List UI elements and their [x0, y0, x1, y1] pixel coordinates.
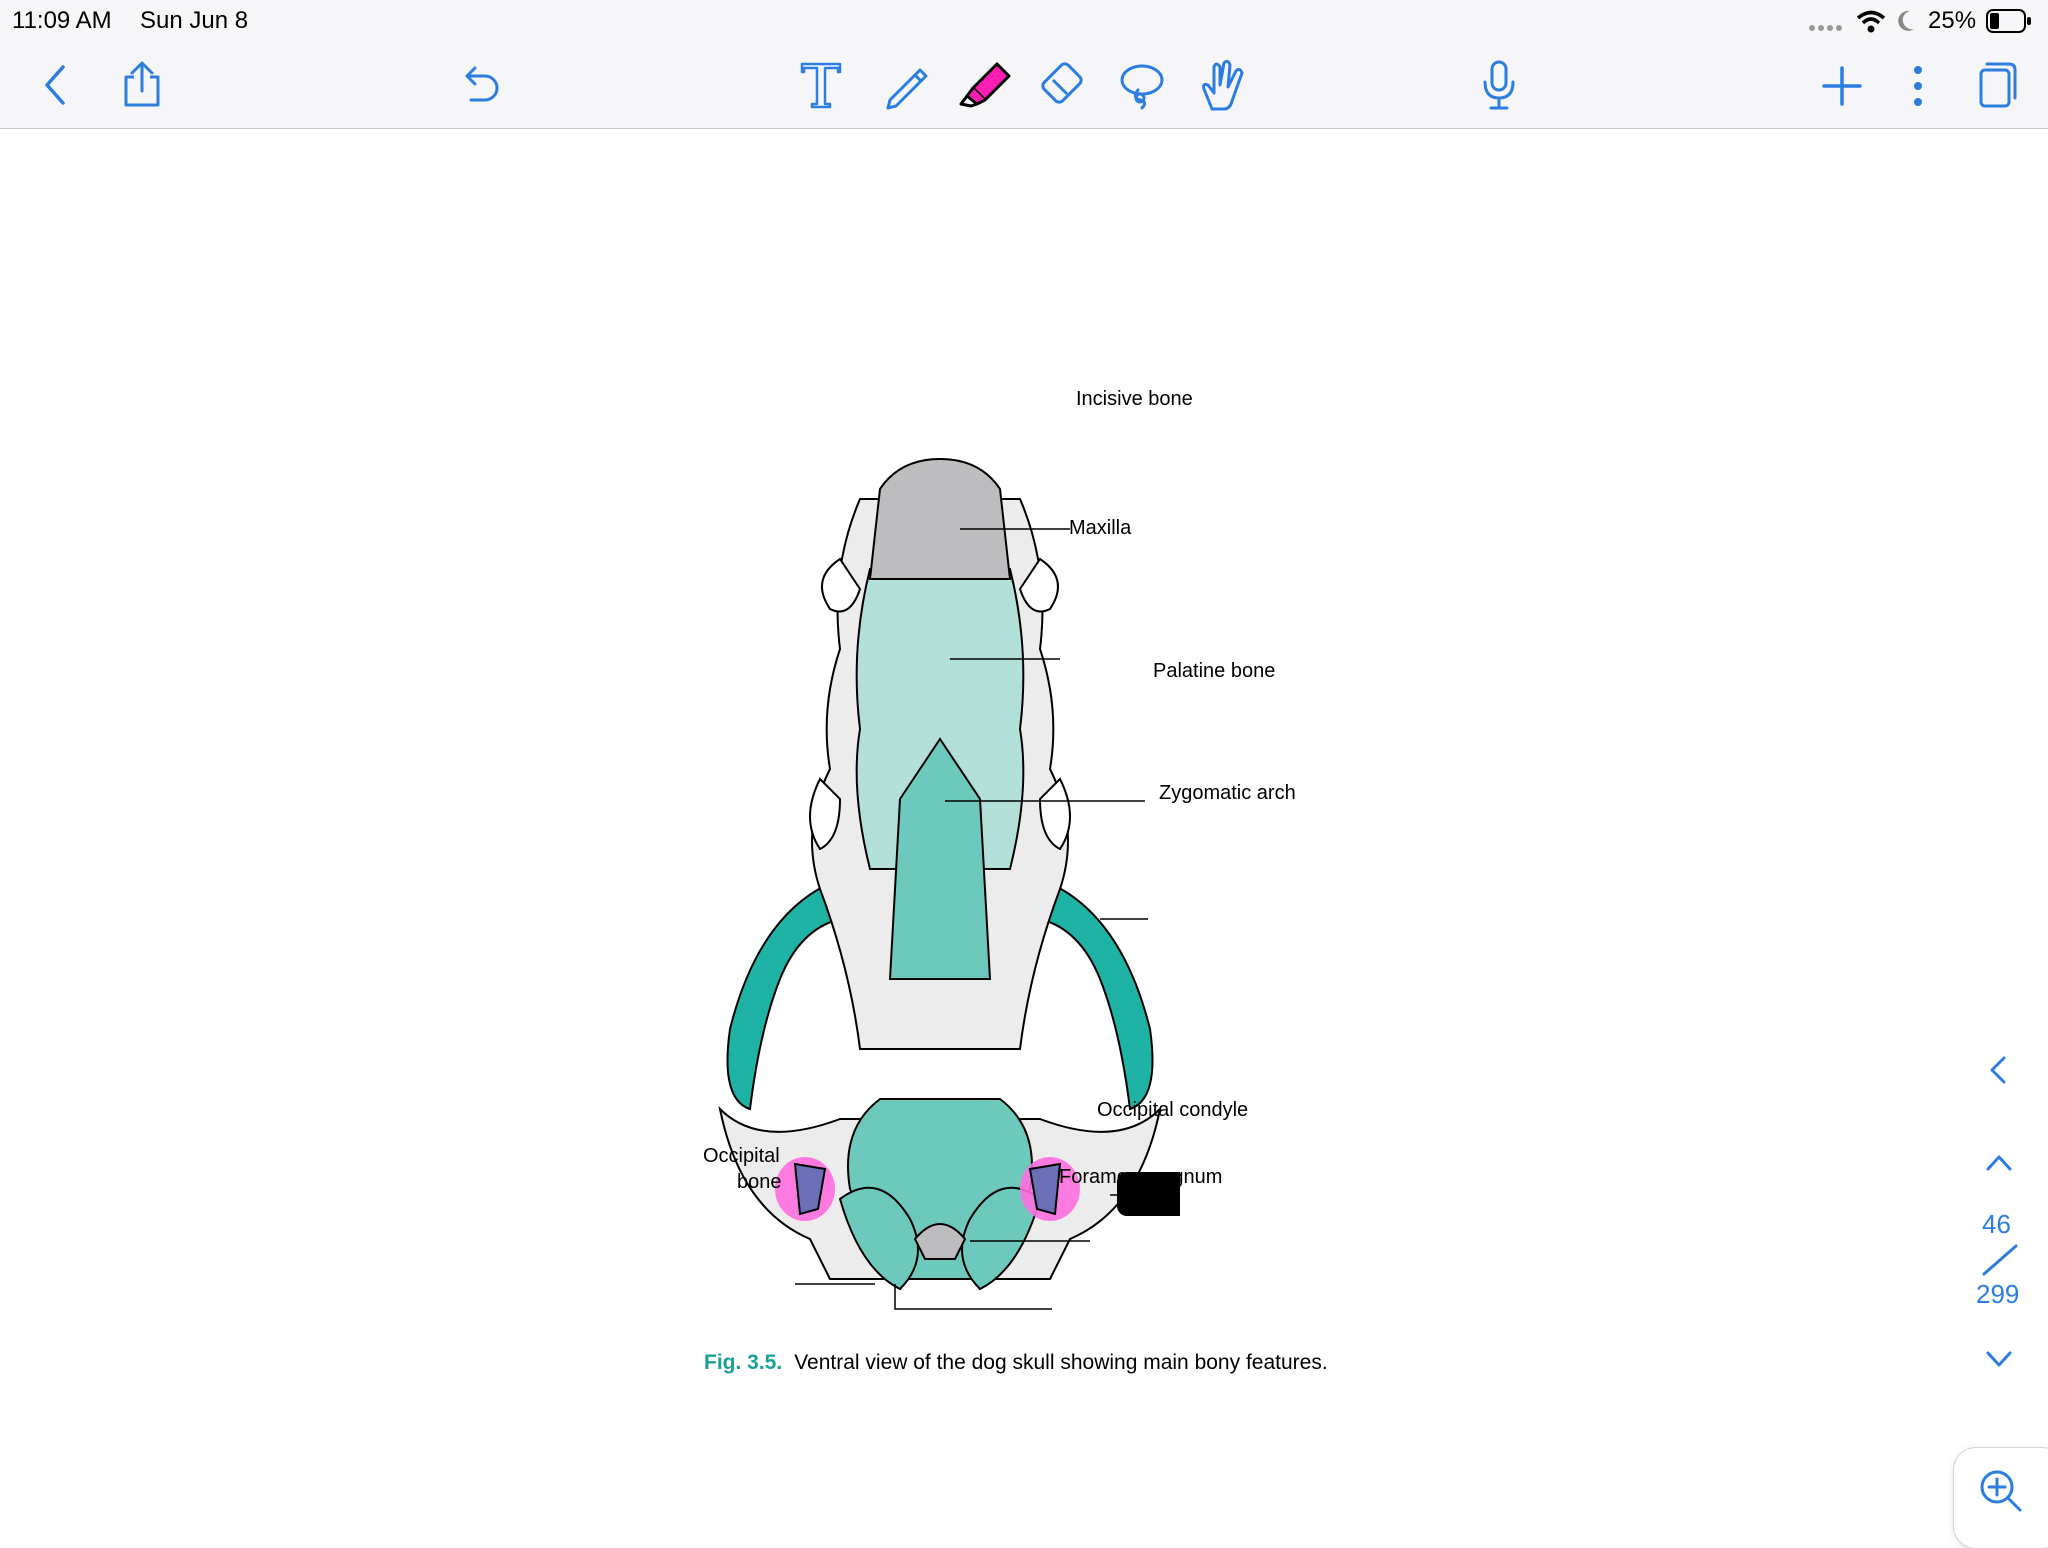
label-occipital-bone-line1: Occipital [703, 1145, 780, 1167]
page-up-chevron-icon[interactable] [1984, 1149, 2014, 1180]
redacted-label [1117, 1172, 1180, 1216]
status-date: Sun Jun 8 [140, 7, 249, 34]
label-maxilla: Maxilla [1069, 517, 1132, 539]
status-bar: 11:09 AM Sun Jun 8 25% [0, 0, 2048, 42]
palatine-shape [888, 737, 992, 980]
collapse-chevron-icon[interactable] [1988, 1054, 2008, 1093]
skull-illustration [718, 457, 1180, 1310]
tympanic-left [793, 1162, 827, 1216]
label-palatine-bone: Palatine bone [1153, 660, 1276, 682]
zygomatic-arch-right [1039, 877, 1154, 1111]
incisive-shape [868, 457, 1012, 580]
tympanic-right [1028, 1162, 1062, 1216]
teeth-outline [809, 557, 1071, 851]
page-down-chevron-icon[interactable] [1984, 1347, 2014, 1378]
pen-icon[interactable] [878, 56, 934, 112]
total-page-count: 299 [1976, 1279, 2020, 1309]
label-occipital-condyle: Occipital condyle [1097, 1099, 1249, 1121]
caption-text: Ventral view of the dog skull showing ma… [794, 1351, 1328, 1374]
label-zygomatic-arch: Zygomatic arch [1159, 782, 1296, 804]
moon-icon [1898, 10, 1914, 31]
current-page-number: 46 [1982, 1209, 2011, 1239]
status-time: 11:09 AM [12, 7, 112, 34]
share-icon[interactable] [116, 56, 168, 112]
back-icon[interactable] [36, 60, 72, 110]
text-tool-icon[interactable] [796, 56, 846, 112]
cellular-dots-icon [1809, 25, 1842, 31]
document-page[interactable]: Incisive bone Maxilla Palatine bone Zygo… [0, 129, 2048, 1536]
microphone-icon[interactable] [1476, 56, 1522, 114]
wifi-icon [1856, 10, 1886, 33]
label-foramen-magnum: Foramen magnum [1059, 1166, 1223, 1188]
page-divider-slash [1982, 1244, 2018, 1276]
battery-icon [1986, 9, 2031, 33]
caption-number: Fig. 3.5. [704, 1351, 783, 1374]
foramen-shape [913, 1223, 967, 1260]
eraser-icon[interactable] [1034, 56, 1090, 112]
battery-percent: 25% [1928, 7, 1977, 34]
lasso-icon[interactable] [1114, 58, 1170, 114]
occipital-condyles [838, 1186, 1042, 1291]
add-icon[interactable] [1818, 62, 1866, 110]
label-incisive-bone: Incisive bone [1076, 388, 1193, 410]
undo-icon[interactable] [456, 58, 506, 110]
hand-pointer-icon[interactable] [1194, 56, 1250, 114]
toolbar [0, 42, 2048, 129]
more-icon[interactable] [1904, 62, 1932, 110]
maxilla-shape [855, 568, 1025, 870]
highlighter-icon[interactable] [956, 54, 1016, 114]
zoom-in-icon [1980, 1470, 2022, 1512]
figure-caption: Fig. 3.5. Ventral view of the dog skull s… [704, 1351, 1328, 1375]
zygomatic-arch-left [726, 877, 841, 1111]
zoom-button[interactable] [1954, 1448, 2048, 1548]
pages-icon[interactable] [1972, 58, 2022, 112]
label-occipital-bone-line2: bone [737, 1171, 782, 1193]
